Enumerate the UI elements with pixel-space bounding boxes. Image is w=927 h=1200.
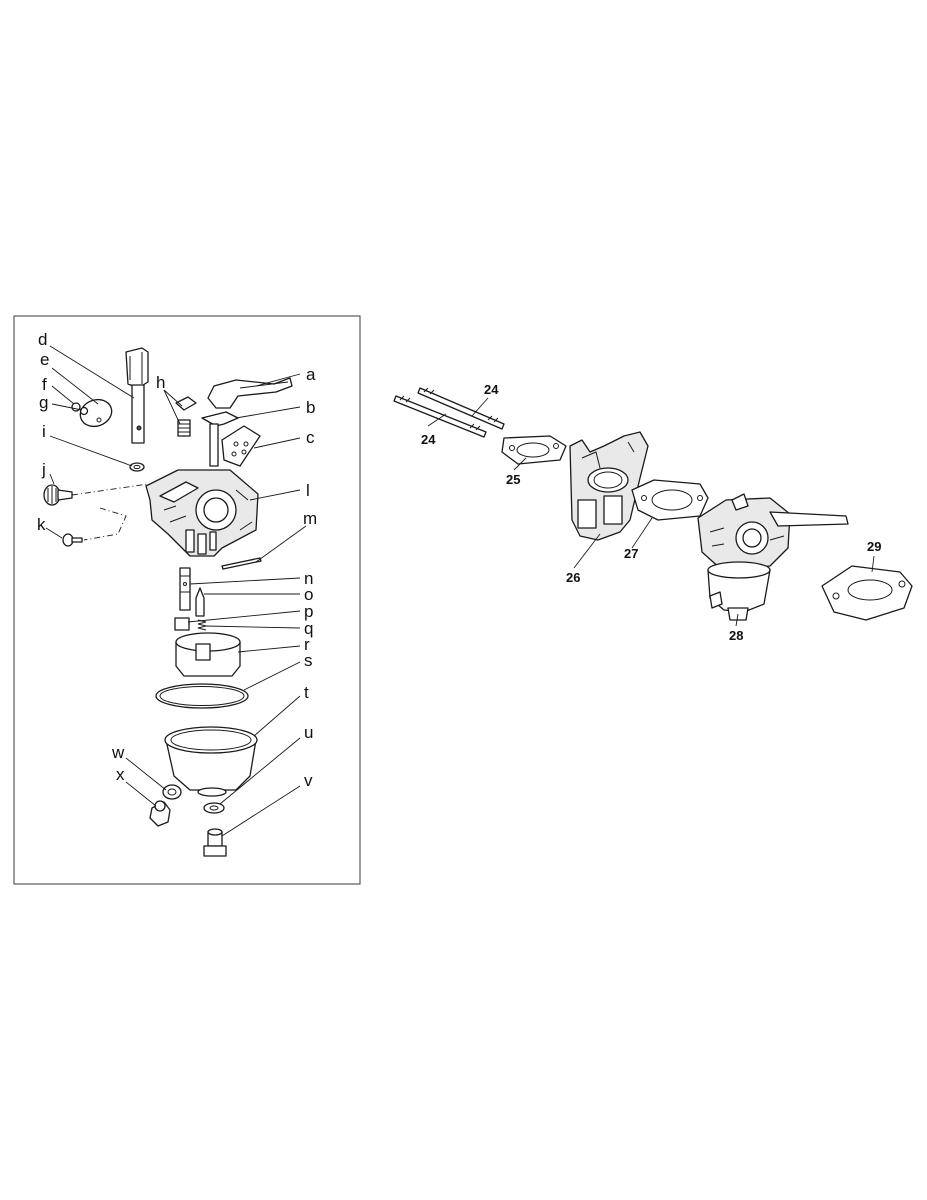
label-c: c: [306, 428, 315, 447]
assembly-callouts: 24 24 25 26 27 28 29: [421, 382, 881, 643]
label-b: b: [306, 398, 315, 417]
label-g: g: [39, 393, 48, 412]
label-l: l: [306, 481, 310, 500]
intake-gasket-large-part: [631, 479, 709, 521]
callout-29: 29: [867, 539, 881, 554]
bowl-bolt-part: [203, 828, 227, 857]
label-k: k: [37, 515, 46, 534]
drain-screw-part: [149, 800, 171, 827]
pilot-screw-part: [62, 533, 83, 547]
label-v: v: [304, 771, 313, 790]
callout-26: 26: [566, 570, 580, 585]
callout-24-upper: 24: [484, 382, 499, 397]
label-e: e: [40, 350, 49, 369]
float-pin-part: [221, 557, 262, 570]
label-m: m: [303, 509, 317, 528]
throttle-shaft-part: [125, 347, 149, 444]
callout-25: 25: [506, 472, 520, 487]
throttle-plate-part: [79, 398, 113, 428]
label-n: n: [304, 569, 313, 588]
inset-leader-lines: [45, 345, 307, 837]
idle-screw-part: [43, 484, 73, 506]
label-h: h: [156, 373, 165, 392]
main-nozzle-part: [179, 567, 191, 611]
label-i: i: [42, 422, 46, 441]
air-filter-gasket-part: [821, 565, 913, 621]
drain-washer-part: [162, 784, 182, 800]
carburetor-assembly-part: [697, 493, 849, 621]
callout-28: 28: [729, 628, 743, 643]
choke-lever-part: [207, 377, 293, 409]
callout-27: 27: [624, 546, 638, 561]
choke-plate-part: [221, 425, 261, 467]
carburetor-insulator-part: [569, 431, 649, 541]
label-f: f: [42, 375, 47, 394]
float-bowl-gasket-part: [155, 683, 249, 709]
label-d: d: [38, 330, 47, 349]
label-w: w: [111, 743, 125, 762]
label-u: u: [304, 723, 313, 742]
callout-24-lower: 24: [421, 432, 436, 447]
bowl-washer-part: [203, 802, 225, 814]
float-part: [175, 632, 241, 677]
assembly-leader-lines: [427, 397, 875, 627]
label-s: s: [304, 651, 313, 670]
choke-screw-part: [175, 396, 197, 437]
label-j: j: [41, 460, 46, 479]
label-x: x: [116, 765, 125, 784]
carburetor-body-part: [145, 469, 259, 557]
label-p: p: [304, 602, 313, 621]
label-t: t: [304, 683, 309, 702]
plate-screw-part: [71, 402, 89, 416]
inset-frame: [13, 315, 361, 885]
intake-gasket-small-part: [501, 435, 567, 465]
float-bowl-part: [164, 726, 258, 797]
washer-i-part: [129, 462, 145, 472]
label-a: a: [306, 365, 316, 384]
label-o: o: [304, 585, 313, 604]
label-q: q: [304, 619, 313, 638]
inset-letter-labels: a b c d e f g h i j k l m n o p q r s t …: [37, 330, 317, 790]
mounting-stud-lower-part: [393, 395, 487, 438]
choke-valve-lever-part: [201, 411, 239, 467]
needle-clip-part: [197, 619, 207, 631]
float-needle-part: [195, 587, 205, 617]
main-jet-part: [174, 617, 190, 631]
label-r: r: [304, 635, 310, 654]
